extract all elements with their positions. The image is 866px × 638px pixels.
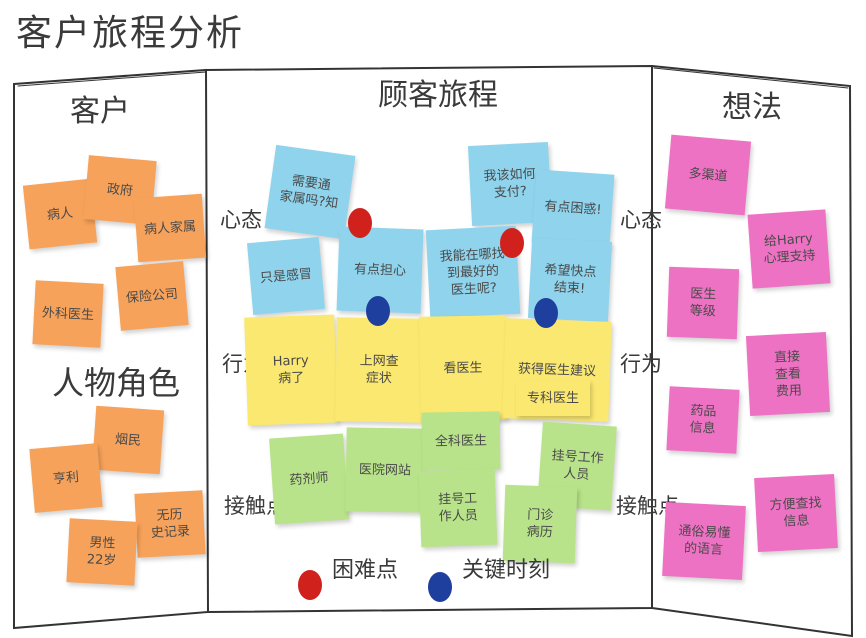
panel-heading-ideas: 想法 (722, 90, 782, 125)
behavior-note: 上网查 症状 (335, 317, 423, 423)
touchpoint-note: 医院网站 (345, 427, 425, 513)
idea-note: 方便查找 信息 (754, 473, 838, 553)
idea-note: 多渠道 (664, 134, 752, 216)
touchpoint-note: 药剂师 (269, 433, 349, 525)
legend-pain-pin (298, 570, 322, 600)
key-moment-pin (534, 298, 558, 328)
legend-key-pin (428, 572, 452, 602)
panel-heading-journey: 顾客旅程 (378, 78, 498, 113)
behavior-note: 看医生 (419, 315, 507, 421)
persona-label: 人物角色 (52, 364, 181, 402)
mindset-note: 需要通 家属吗?知 (264, 144, 356, 240)
persona-note: 无历 史记录 (134, 490, 206, 558)
customer-note: 外科医生 (32, 280, 104, 348)
row-label-mindset: 心态 (620, 208, 662, 232)
idea-note: 给Harry 心理支持 (747, 209, 831, 289)
pain-point-pin (348, 208, 372, 238)
idea-note: 药品 信息 (666, 386, 740, 454)
panel-heading-customer: 客户 (70, 94, 130, 129)
behavior-note: 专科医生 (516, 380, 590, 416)
legend-pain-point: 困难点 (332, 558, 399, 583)
page-title: 客户旅程分析 (16, 13, 245, 54)
persona-note: 烟民 (91, 405, 165, 475)
touchpoint-note: 挂号工 作人员 (418, 468, 498, 548)
touchpoint-note: 全科医生 (421, 411, 501, 471)
idea-note: 直接 查看 费用 (745, 331, 831, 417)
mindset-note: 有点困惑! (531, 169, 615, 247)
behavior-note: Harry 病了 (244, 314, 338, 426)
customer-note: 病人家属 (133, 193, 207, 263)
mindset-note: 只是感冒 (246, 236, 326, 316)
idea-note: 医生 等级 (666, 266, 740, 340)
row-label-behavior: 行为 (620, 352, 662, 376)
row-label-mindset: 心态 (220, 208, 262, 232)
key-moment-pin (366, 296, 390, 326)
customer-note: 保险公司 (115, 261, 189, 331)
persona-note: 男性 22岁 (66, 518, 138, 586)
persona-note: 亨利 (29, 443, 103, 513)
pain-point-pin (500, 228, 524, 258)
legend-key-moment: 关键时刻 (462, 558, 551, 583)
idea-note: 通俗易懂 的语言 (662, 501, 746, 581)
